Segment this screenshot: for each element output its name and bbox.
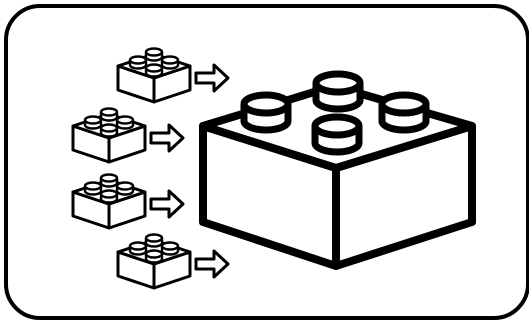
large-brick-stud: [240, 91, 292, 134]
large-brick-stud: [312, 70, 364, 113]
large-brick-stud: [311, 113, 363, 156]
large-brick-stud: [378, 91, 430, 134]
large-lego-brick-icon: [199, 70, 476, 270]
